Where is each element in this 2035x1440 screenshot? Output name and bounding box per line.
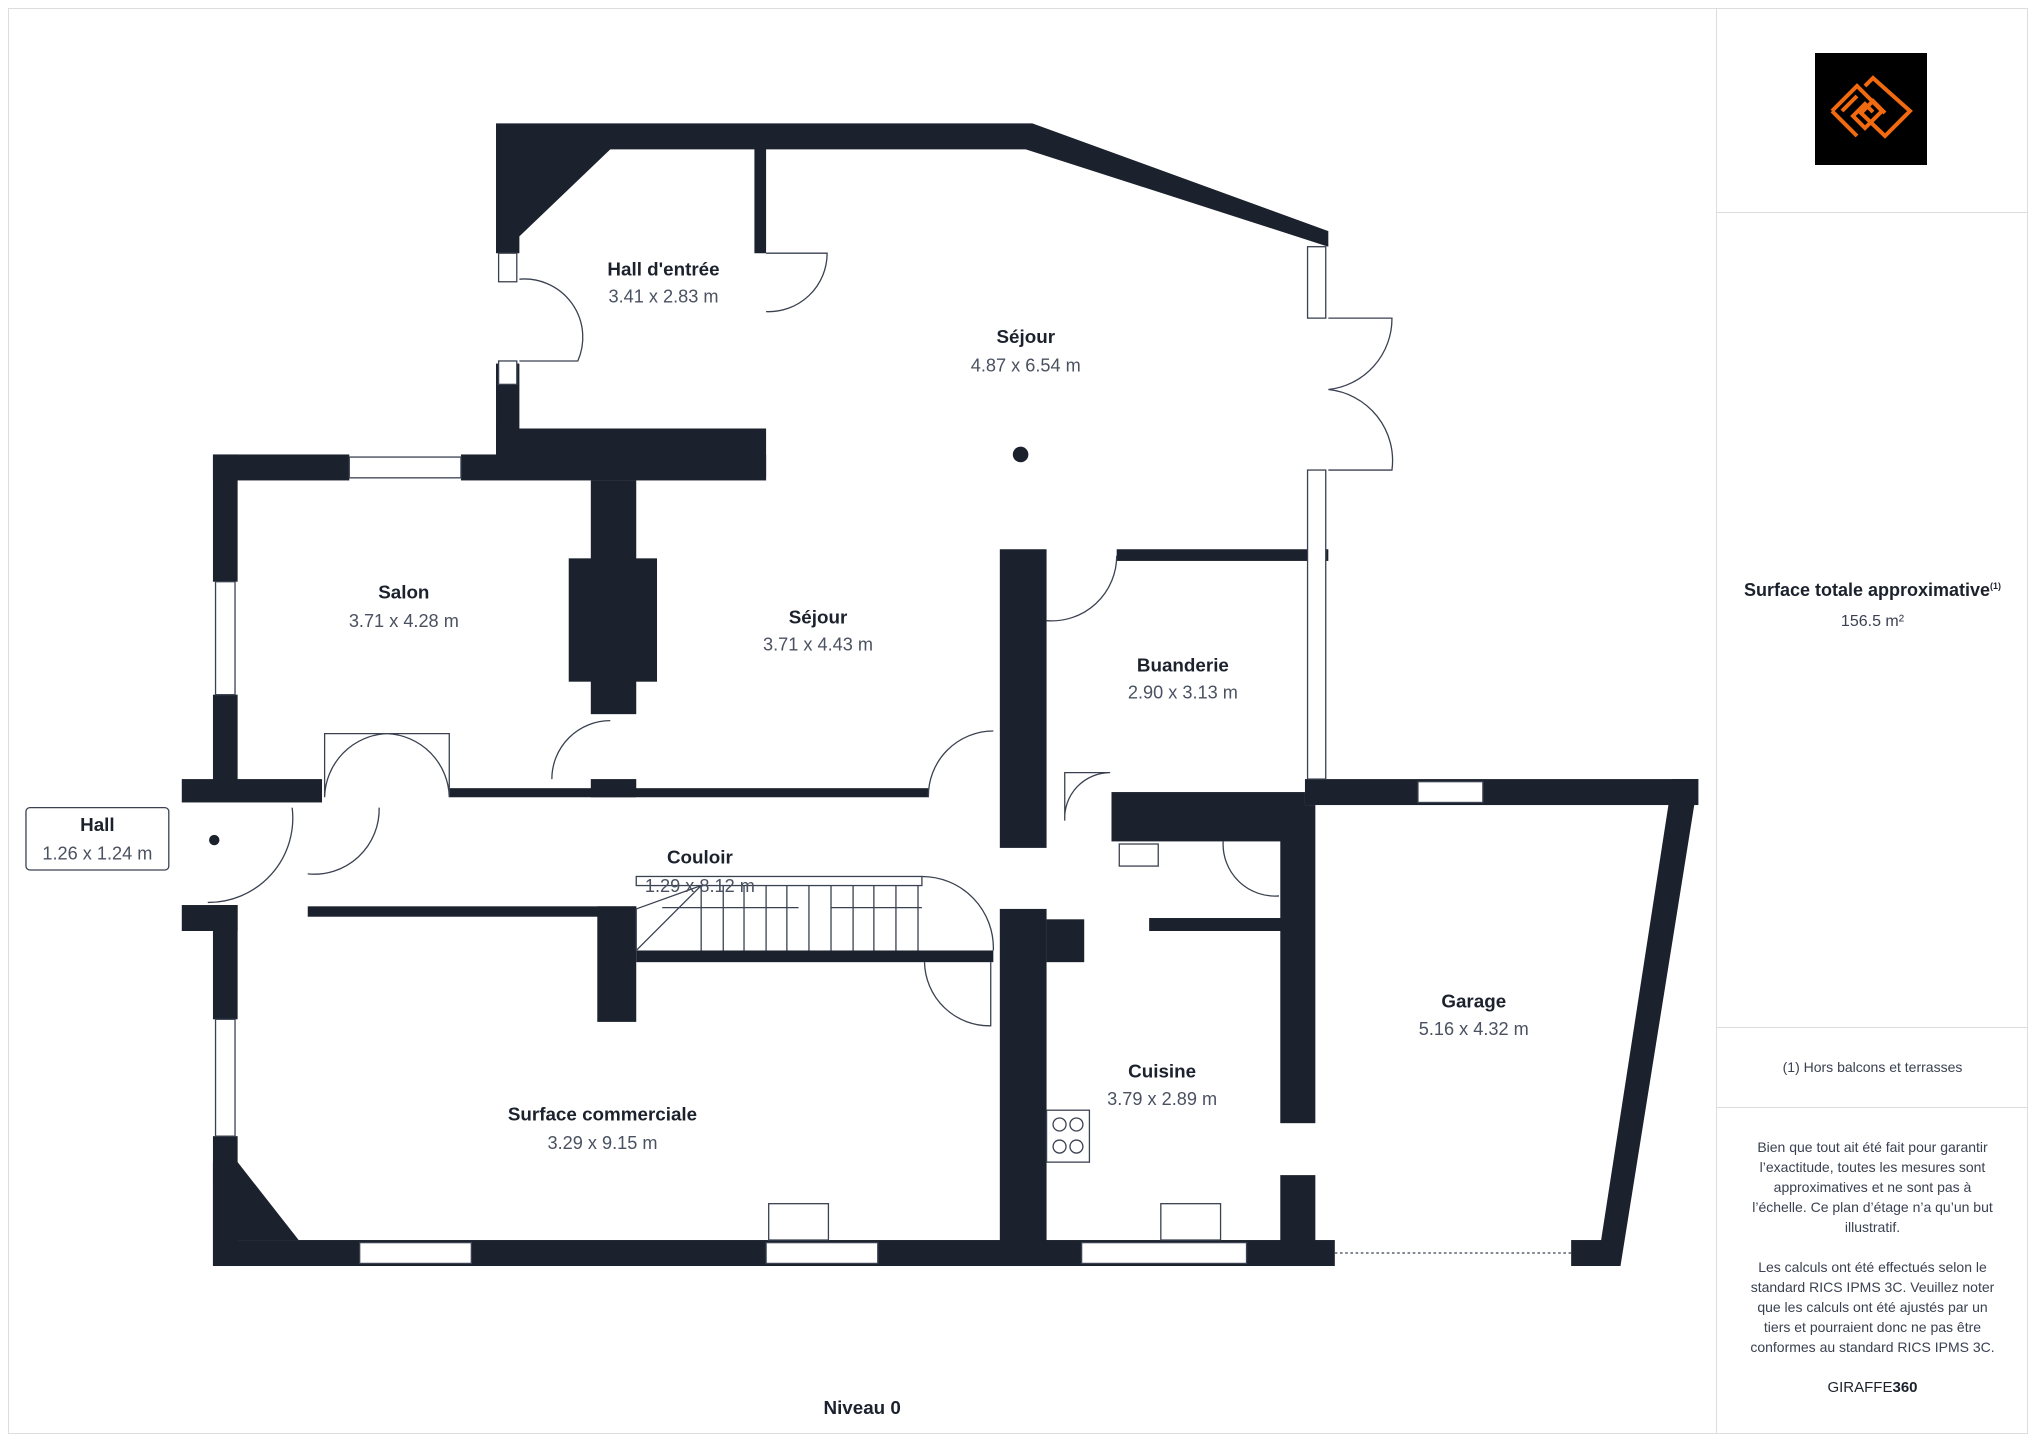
room-dims: 3.71 x 4.28 m [349, 611, 459, 631]
total-area-value: 156.5 m² [1840, 613, 1905, 630]
room-dims: 1.29 x 8.12 m [645, 876, 755, 896]
company-logo [1815, 53, 1927, 165]
room-dims: 3.71 x 4.43 m [763, 635, 873, 655]
room-name: Garage [1441, 991, 1506, 1012]
column-marker [1012, 446, 1029, 463]
room-name: Buanderie [1137, 654, 1229, 675]
room-name: Salon [378, 582, 429, 603]
room-name: Séjour [789, 606, 848, 627]
page-frame [8, 8, 2028, 1434]
room-dims: 1.26 x 1.24 m [42, 844, 152, 864]
room-dims: 3.79 x 2.89 m [1107, 1089, 1217, 1109]
room-dims: 2.90 x 3.13 m [1128, 683, 1238, 703]
floor-plan: Hall d'entrée 3.41 x 2.83 m Séjour 4.87 … [25, 123, 1699, 1418]
room-name: Cuisine [1128, 1061, 1196, 1082]
entry-marker [209, 834, 220, 846]
footnote: (1) Hors balcons et terrasses [1717, 1027, 2028, 1108]
room-name: Séjour [997, 326, 1056, 347]
walls [181, 123, 1699, 1267]
room-dims: 5.16 x 4.32 m [1419, 1019, 1529, 1039]
disclaimer-section: Bien que tout ait été fait pour garantir… [1717, 1107, 2028, 1434]
windows [214, 246, 1484, 1265]
total-area-section: Surface totale approximative(1) 156.5 m² [1717, 212, 2028, 1028]
disclaimer-text: Bien que tout ait été fait pour garantir… [1752, 1139, 1993, 1235]
room-dims: 3.29 x 9.15 m [547, 1133, 657, 1153]
room-name: Couloir [667, 846, 734, 867]
logo-section [1717, 8, 2028, 213]
logo-icon [1830, 75, 1913, 139]
total-area-title: Surface totale approximative(1) [1743, 580, 2002, 600]
room-name: Hall d'entrée [607, 258, 719, 279]
sidebar: Surface totale approximative(1) 156.5 m²… [1716, 8, 2028, 1434]
room-name: Surface commerciale [508, 1104, 697, 1125]
room-name: Hall [80, 814, 115, 835]
hall-label-box [25, 806, 170, 871]
room-dims: 3.41 x 2.83 m [609, 287, 719, 307]
brand-name: GIRAFFE360 [1827, 1379, 1918, 1396]
doors-stairs [207, 252, 1574, 1254]
room-dims: 4.87 x 6.54 m [971, 355, 1081, 375]
disclaimer-text: Les calculs ont été effectués selon le s… [1750, 1259, 1995, 1355]
level-label: Niveau 0 [823, 1397, 900, 1418]
